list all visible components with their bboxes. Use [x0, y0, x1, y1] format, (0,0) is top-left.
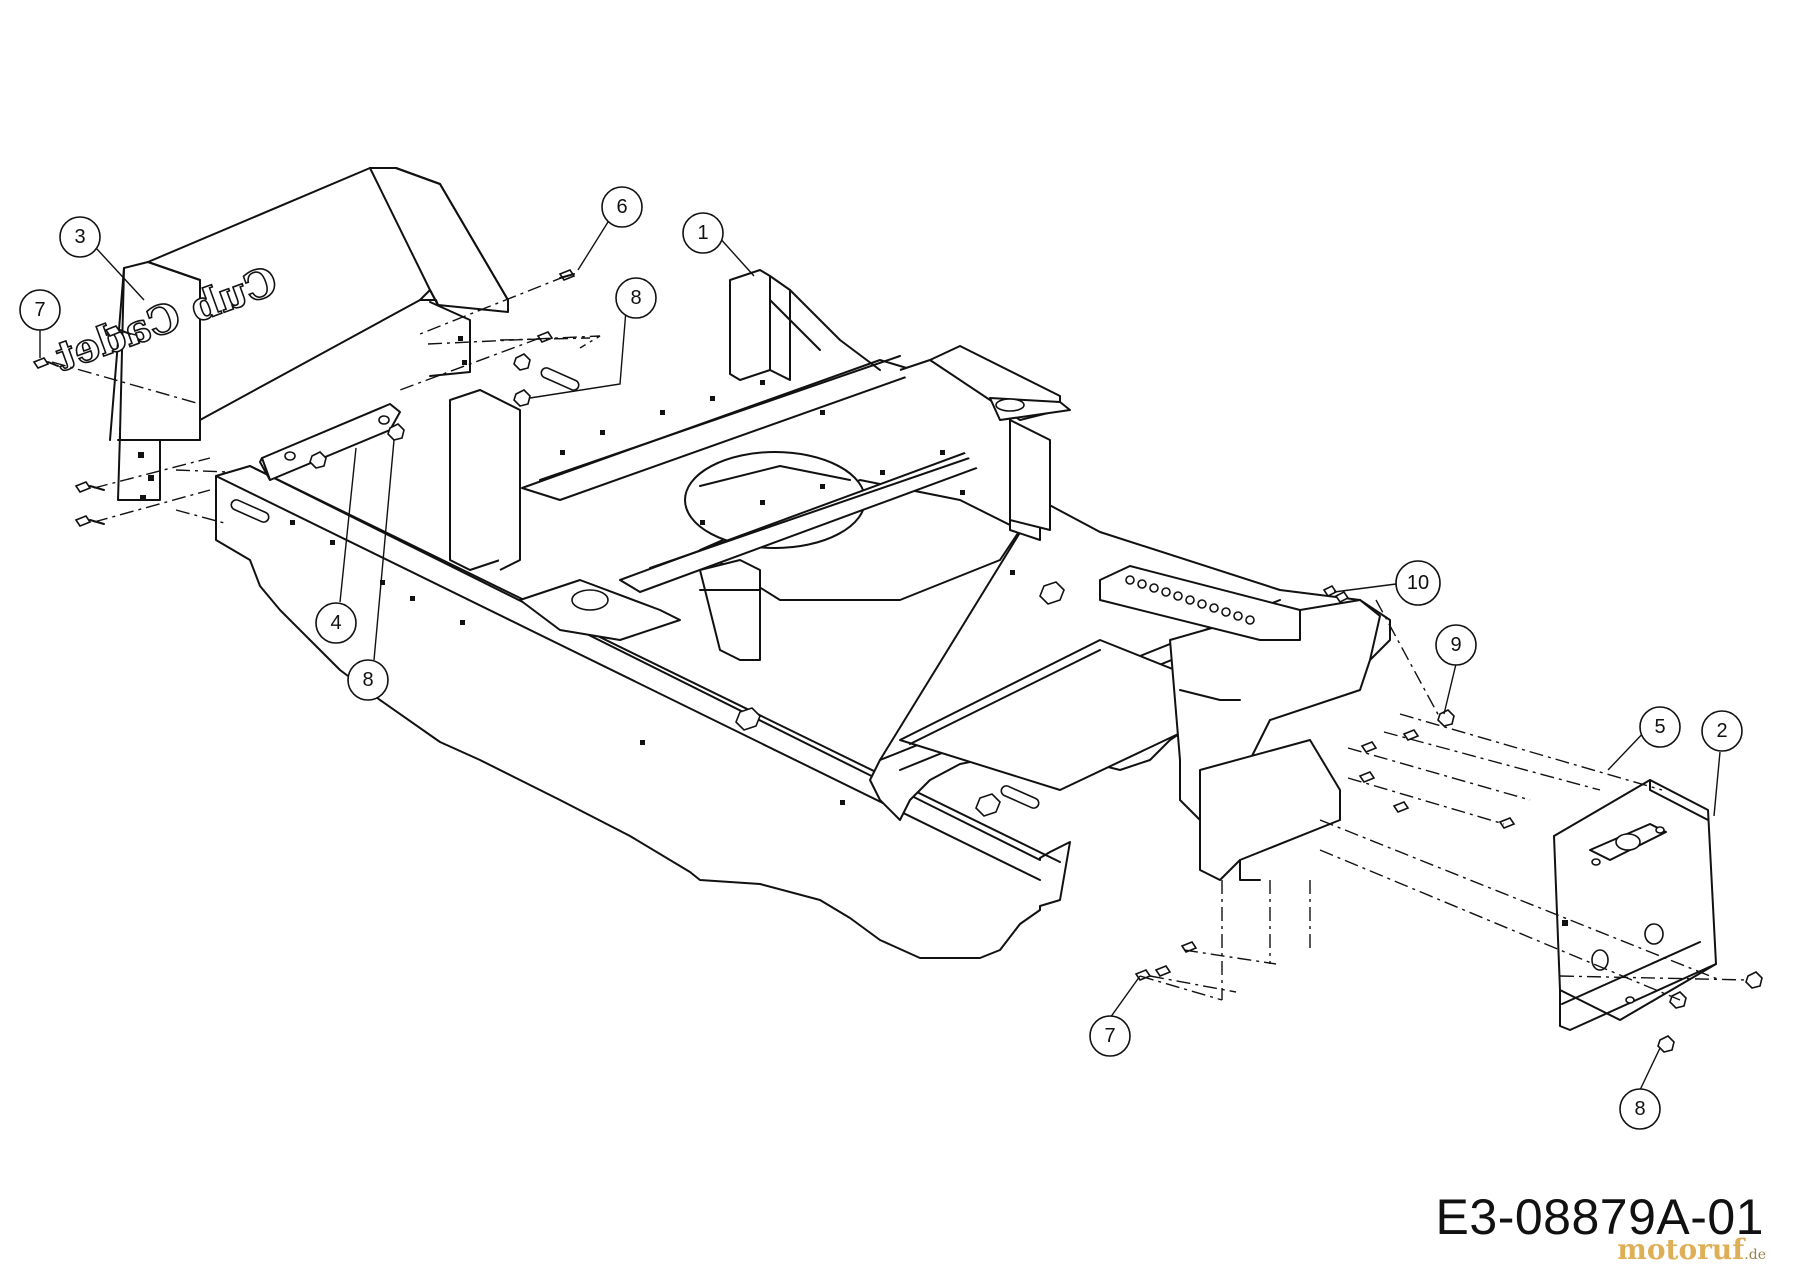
callout-8-top: 8	[529, 277, 657, 399]
callout-2-label: 2	[1716, 720, 1727, 742]
callout-6: 6	[577, 186, 643, 271]
rear-plate-part	[1553, 779, 1717, 1031]
callout-4: 4	[315, 447, 357, 644]
callout-8-mid-label: 8	[362, 669, 373, 691]
callout-10-label: 10	[1407, 572, 1429, 594]
callout-1: 1	[682, 212, 755, 277]
callout-8-top-label: 8	[630, 287, 641, 309]
watermark-tld: .de	[1744, 1247, 1766, 1263]
assembly-lines	[51, 275, 1749, 1001]
main-frame-part	[215, 269, 1391, 959]
callout-10: 10	[1333, 560, 1441, 606]
callout-1-label: 1	[697, 222, 708, 244]
hardware	[32, 269, 1763, 1053]
callout-8-bottom-label: 8	[1634, 1098, 1645, 1120]
callout-3: 3	[59, 216, 145, 301]
drawing-code: E3-08879A-01	[1435, 1189, 1764, 1245]
callout-5-label: 5	[1654, 716, 1665, 738]
bracket-part	[259, 403, 401, 481]
callout-3-label: 3	[74, 226, 85, 248]
callout-9: 9	[1435, 624, 1477, 715]
control-plate-holes	[1125, 575, 1255, 625]
watermark-name: motoruf	[1617, 1233, 1745, 1266]
callout-7-bottom: 7	[1089, 975, 1141, 1057]
callout-7-top: 7	[19, 289, 61, 358]
callout-5: 5	[1607, 706, 1681, 771]
callout-9-label: 9	[1450, 634, 1461, 656]
callout-6-label: 6	[616, 196, 627, 218]
callout-7-bottom-label: 7	[1104, 1025, 1115, 1047]
callout-4-label: 4	[330, 612, 341, 634]
callout-8-mid: 8	[347, 439, 395, 701]
watermark: motoruf.de	[1617, 1233, 1766, 1266]
callout-2: 2	[1701, 710, 1743, 817]
callout-7-top-label: 7	[34, 299, 45, 321]
callout-8-bottom: 8	[1619, 1047, 1661, 1130]
